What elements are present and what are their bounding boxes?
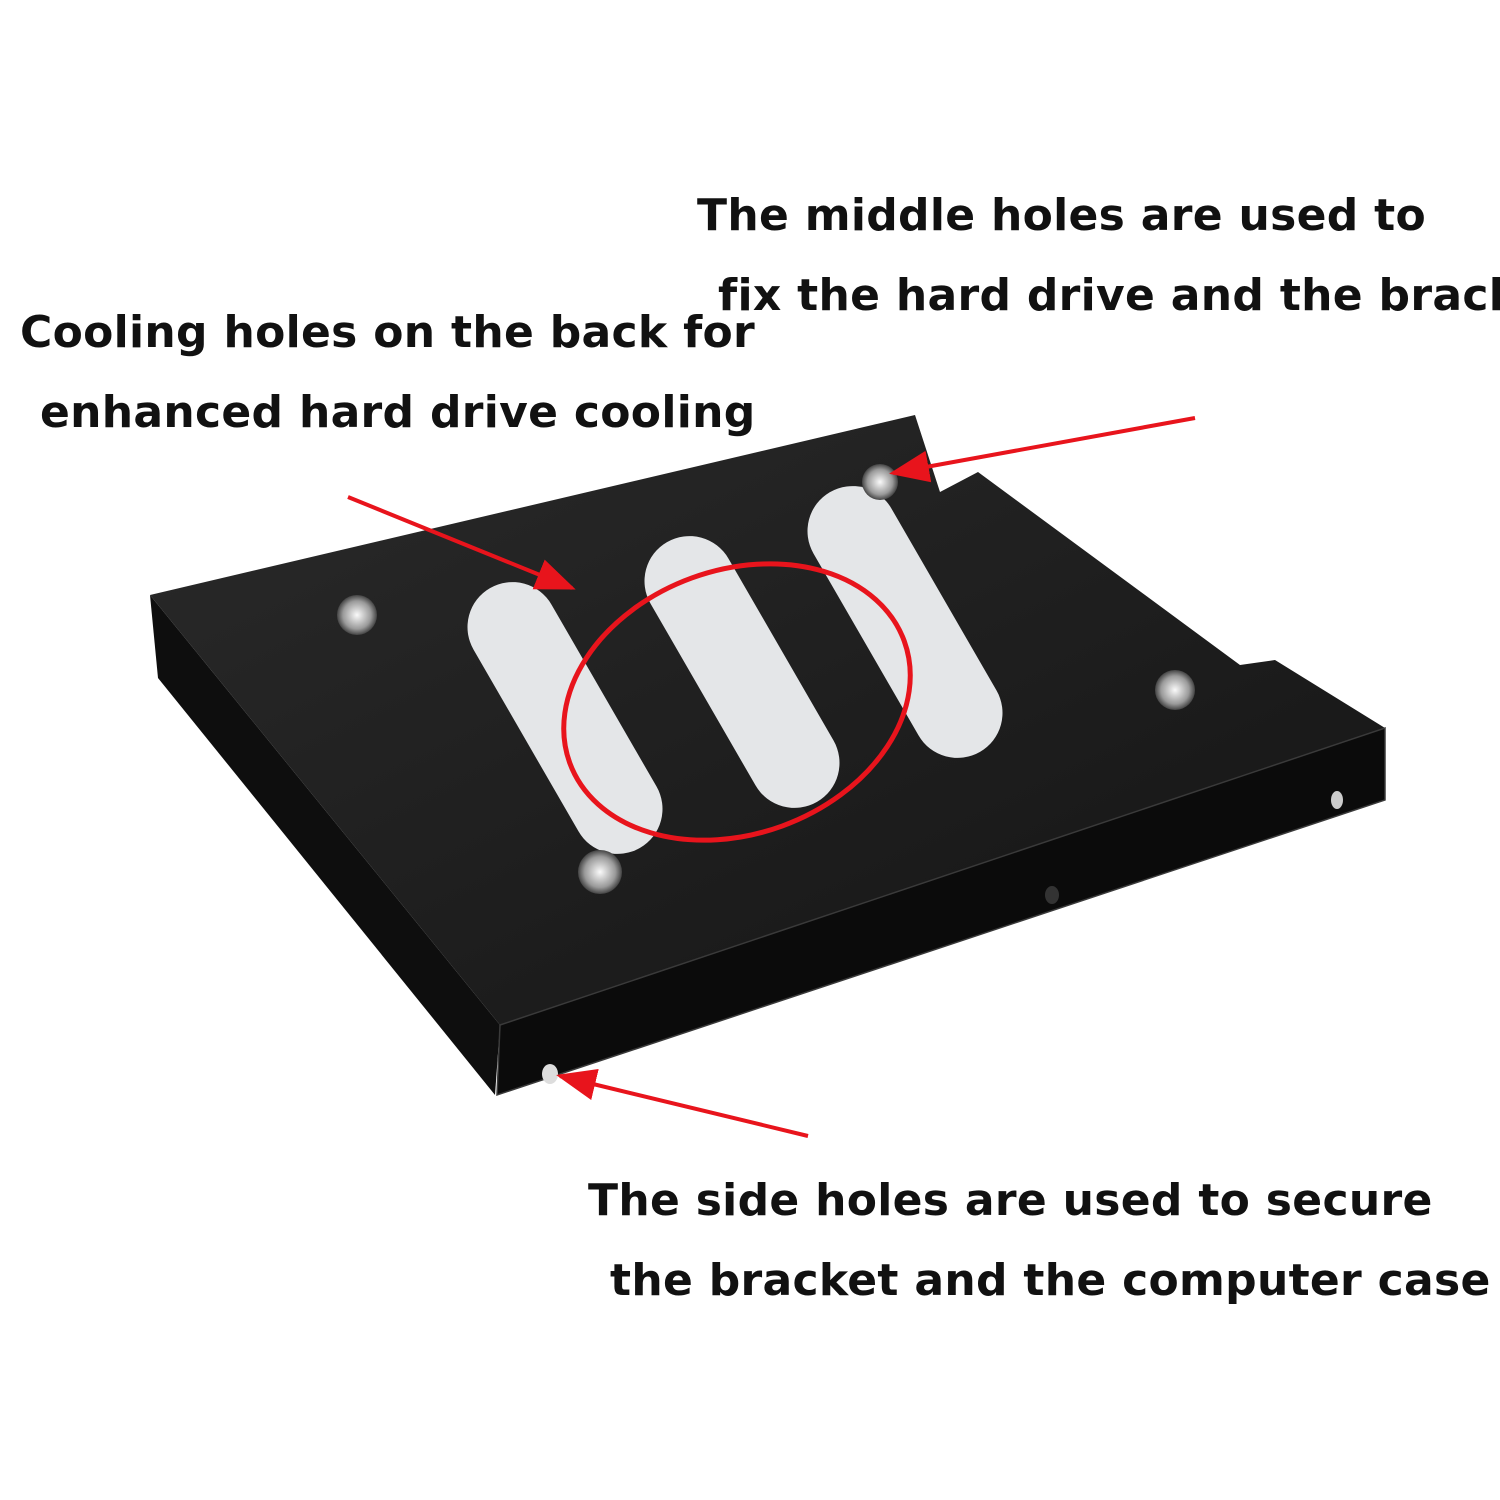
side-holes-caption-line2: the bracket and the computer case <box>610 1255 1491 1306</box>
screw-icon <box>1155 670 1195 710</box>
middle-holes-caption-line2: fix the hard drive and the bracket <box>718 270 1500 321</box>
screws <box>337 464 1195 894</box>
middle-holes-caption-line1: The middle holes are used to <box>697 190 1427 241</box>
side-holes-caption-line1: The side holes are used to secure <box>588 1175 1433 1226</box>
arrow-cooling <box>347 495 576 590</box>
cooling-caption-line2: enhanced hard drive cooling <box>40 387 756 438</box>
screw-icon <box>578 850 622 894</box>
highlight-circle <box>561 561 913 843</box>
screw-icon <box>337 595 377 635</box>
side-hole <box>1045 886 1059 904</box>
left-flange <box>150 595 500 1095</box>
side-hole <box>1331 791 1343 809</box>
arrow-middle-hole <box>889 416 1196 483</box>
cooling-caption-line1: Cooling holes on the back for <box>20 307 756 358</box>
arrow-side-hole <box>556 1068 809 1138</box>
front-flange <box>496 726 1386 1097</box>
side-holes <box>542 791 1343 1084</box>
side-hole <box>542 1064 558 1084</box>
screw-icon <box>862 464 898 500</box>
cooling-slot <box>807 486 1003 758</box>
cooling-slot <box>644 536 840 808</box>
